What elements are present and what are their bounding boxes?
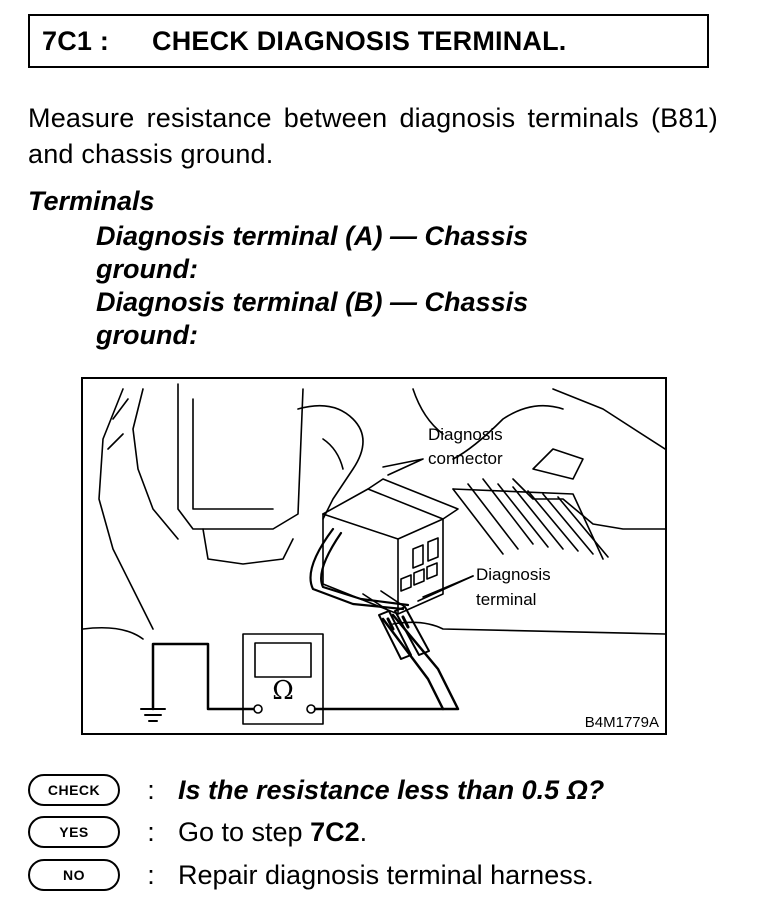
ohm-symbol: Ω bbox=[272, 676, 294, 706]
yes-colon: : bbox=[147, 816, 155, 847]
label-diagnosis-terminal-2: terminal bbox=[476, 590, 536, 609]
check-colon: : bbox=[147, 774, 155, 805]
terminal-a-line: Diagnosis terminal (A) — Chassis bbox=[96, 221, 529, 251]
step-number: 7C1 : bbox=[42, 25, 110, 56]
check-question: Is the resistance less than 0.5 Ω? bbox=[178, 774, 605, 805]
check-row: CHECK : Is the resistance less than 0.5 … bbox=[28, 770, 604, 810]
terminal-b-line-cont: ground: bbox=[96, 320, 198, 350]
yes-text-suffix: . bbox=[359, 816, 368, 847]
terminal-a-line-cont: ground: bbox=[96, 254, 198, 284]
step-title: CHECK DIAGNOSIS TERMINAL. bbox=[152, 25, 567, 56]
no-badge: NO bbox=[28, 859, 120, 891]
yes-answer: Go to step 7C2. bbox=[178, 817, 367, 848]
yes-step-ref: 7C2 bbox=[310, 816, 360, 847]
no-answer: Repair diagnosis terminal harness. bbox=[178, 859, 594, 890]
wiring-illustration: Diagnosis connector Diagnosis terminal Ω… bbox=[81, 377, 667, 735]
terminals-heading: Terminals bbox=[28, 186, 155, 216]
illustration-drawing: Diagnosis connector Diagnosis terminal Ω… bbox=[83, 383, 665, 731]
label-diagnosis-connector-1: Diagnosis bbox=[428, 425, 503, 444]
terminal-b-line: Diagnosis terminal (B) — Chassis bbox=[96, 287, 529, 317]
check-badge: CHECK bbox=[28, 774, 120, 806]
label-diagnosis-terminal-1: Diagnosis bbox=[476, 565, 551, 584]
no-colon: : bbox=[147, 859, 155, 890]
figure-code: B4M1779A bbox=[585, 714, 659, 731]
yes-text-prefix: Go to step bbox=[178, 816, 311, 847]
terminals-list: Diagnosis terminal (A) — Chassis ground:… bbox=[96, 220, 616, 352]
no-row: NO : Repair diagnosis terminal harness. bbox=[28, 855, 594, 895]
yes-badge: YES bbox=[28, 816, 120, 848]
yes-row: YES : Go to step 7C2. bbox=[28, 812, 367, 852]
instruction-text: Measure resistance between diagnosis ter… bbox=[28, 103, 718, 169]
step-header: 7C1 : CHECK DIAGNOSIS TERMINAL. bbox=[28, 14, 709, 68]
label-diagnosis-connector-2: connector bbox=[428, 449, 503, 468]
